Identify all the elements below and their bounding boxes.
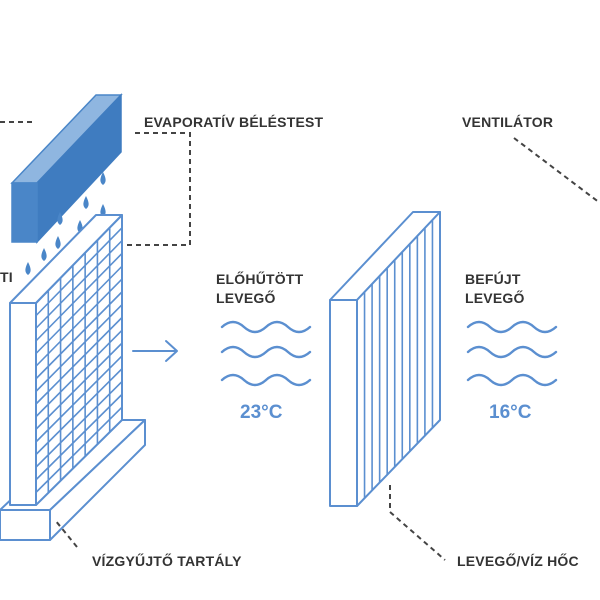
label-water-tank: VÍZGYŰJTŐ TARTÁLY <box>92 552 242 569</box>
label-supply-line2: LEVEGŐ <box>465 289 525 306</box>
media-grid-horizontal <box>35 291 123 380</box>
wetted-media-panel <box>0 214 146 541</box>
label-heat-exchanger: LEVEGŐ/VÍZ HŐC <box>457 552 579 569</box>
label-fan: VENTILÁTOR <box>462 114 553 130</box>
label-left-cut: TI <box>0 269 13 285</box>
precooled-air-waves <box>220 320 312 387</box>
label-precooled-line1: ELŐHŰTÖTT <box>216 270 304 287</box>
media-grid-horizontal <box>35 406 123 493</box>
temperature-supply: 16°C <box>489 402 532 423</box>
media-grid-horizontal <box>35 252 123 342</box>
label-supply-line1: BEFÚJT <box>465 270 521 287</box>
label-precooled-line2: LEVEGŐ <box>216 289 276 306</box>
heat-exchanger <box>329 211 441 507</box>
leader-lines <box>0 121 600 561</box>
media-grid-horizontal <box>35 329 123 418</box>
evaporative-pad-box <box>10 93 123 244</box>
media-grid-horizontal <box>35 342 123 430</box>
media-grid-horizontal <box>35 316 123 405</box>
media-grid-horizontal <box>35 304 123 392</box>
water-drops <box>25 172 106 275</box>
label-evaporative-pad: EVAPORATÍV BÉLÉSTEST <box>144 114 324 130</box>
media-grid-horizontal <box>35 368 123 456</box>
media-grid-horizontal <box>35 393 123 481</box>
media-grid-horizontal <box>35 240 123 329</box>
media-grid-horizontal <box>35 227 123 317</box>
supply-air-waves <box>466 320 558 387</box>
media-grid-horizontal <box>35 380 123 468</box>
media-grid-horizontal <box>35 278 123 367</box>
media-grid-horizontal <box>35 265 123 355</box>
airflow-arrow <box>132 340 178 362</box>
temperature-precooled: 23°C <box>240 402 283 423</box>
media-grid-horizontal <box>35 355 123 443</box>
